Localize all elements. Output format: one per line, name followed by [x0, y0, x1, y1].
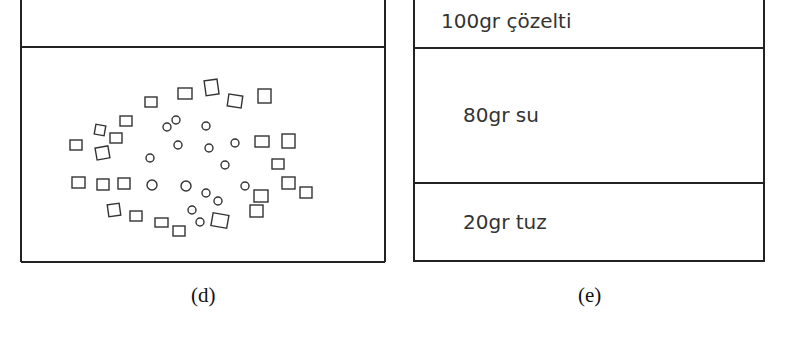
solution-band: 20gr tuz [413, 182, 765, 262]
band-label: 80gr su [463, 103, 539, 127]
solution-band: 100gr çözelti [413, 0, 765, 47]
solution-band: 80gr su [413, 47, 765, 182]
band-label: 20gr tuz [463, 210, 547, 234]
band-label: 100gr çözelti [441, 9, 571, 33]
figure-label: (e) [578, 283, 601, 308]
figure-label: (d) [191, 283, 216, 308]
